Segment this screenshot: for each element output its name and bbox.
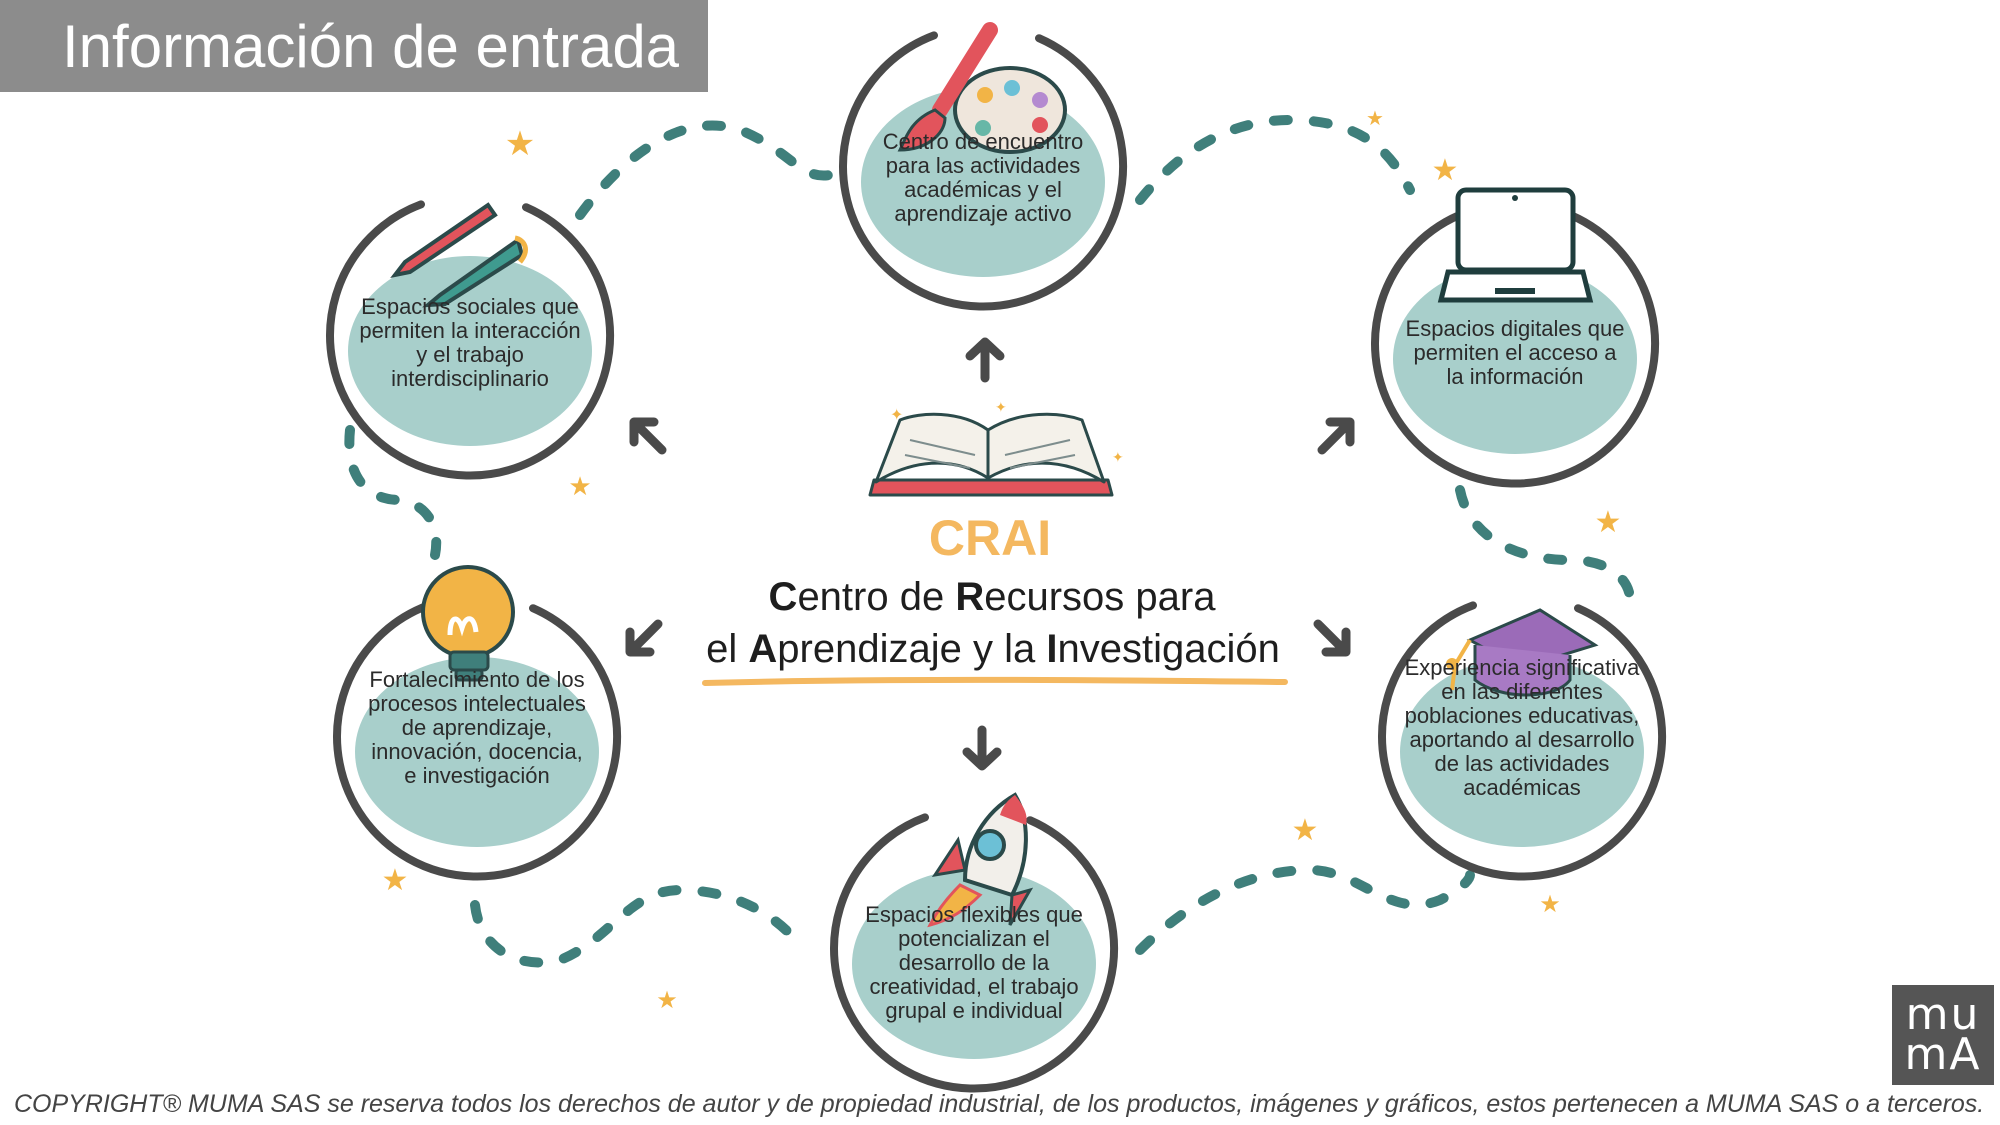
svg-text:★: ★ (1432, 154, 1459, 187)
node-label-line: desarrollo de la (899, 950, 1050, 975)
node-label-line: académicas (1463, 775, 1580, 800)
center-title-line-1: Centro de Recursos para (769, 575, 1217, 619)
node-label-line: Espacios digitales que (1406, 316, 1625, 341)
node-label-line: e investigación (404, 763, 550, 788)
initial-a: A (748, 627, 777, 671)
copyright-notice: COPYRIGHT® MUMA SAS se reserva todos los… (14, 1090, 1985, 1118)
node-label-line: creatividad, el trabajo (869, 974, 1078, 999)
node-label-line: de las actividades (1435, 751, 1610, 776)
node-label-line: poblaciones educativas, (1405, 703, 1640, 728)
graduation-cap-icon (1446, 608, 1599, 697)
node-label-line: y el trabajo (416, 342, 524, 367)
logo-line-2: mA (1904, 1029, 1982, 1080)
arrow-up-icon (965, 337, 1005, 383)
direction-arrows (625, 337, 1355, 771)
node-label-line: Centro de encuentro (883, 129, 1084, 154)
word-el: el (706, 627, 748, 671)
node-label-line: Fortalecimiento de los (369, 667, 584, 692)
node-label-line: permiten el acceso a (1414, 340, 1618, 365)
node-label-line: grupal e individual (885, 998, 1062, 1023)
svg-text:★: ★ (1366, 108, 1384, 130)
svg-text:★: ★ (1292, 814, 1319, 847)
node-blob (852, 869, 1096, 1059)
dashed-connectors (344, 114, 1635, 968)
laptop-icon (1437, 187, 1594, 303)
crai-acronym: CRAI (929, 510, 1051, 566)
node-blob (355, 657, 599, 847)
initial-i: I (1046, 627, 1057, 671)
svg-text:★: ★ (1539, 891, 1561, 918)
node-blob (1393, 264, 1637, 454)
arrow-down-left-icon (625, 619, 663, 657)
svg-text:★: ★ (1595, 506, 1622, 539)
node-label-line: en las diferentes (1441, 679, 1602, 704)
node-ring (326, 200, 614, 480)
word-ecursos: ecursos para (984, 575, 1216, 619)
arrow-up-left-icon (629, 417, 667, 455)
node-label-line: aprendizaje activo (894, 201, 1071, 226)
lightbulb-icon (421, 565, 515, 682)
header-bar: Información de entrada (0, 0, 708, 92)
node-ring (1378, 601, 1666, 881)
arrow-up-right-icon (1317, 417, 1355, 455)
node-label-line: aportando al desarrollo (1409, 727, 1634, 752)
node-label-line: Espacios flexibles que (865, 902, 1083, 927)
word-entro: entro de (797, 575, 955, 619)
node-ring (839, 31, 1127, 311)
svg-text:✦: ✦ (995, 399, 1007, 415)
node-label-line: innovación, docencia, (371, 739, 583, 764)
word-prendizaje: prendizaje y la (777, 627, 1046, 671)
node-label-line: Experiencia significativa (1405, 655, 1641, 680)
decorative-stars: ★ ★ ★ ★ ★ ★ ★ ★ ★ (382, 108, 1622, 1014)
pencil-pen-icon (390, 202, 528, 308)
node-label-line: para las actividades (886, 153, 1080, 178)
node-label-line: de aprendizaje, (402, 715, 552, 740)
node-label-line: la información (1447, 364, 1584, 389)
svg-text:★: ★ (568, 471, 591, 501)
node-label-line: académicas y el (904, 177, 1062, 202)
paint-palette-icon (897, 22, 1067, 154)
node-blob (348, 256, 592, 446)
node-ring (830, 813, 1118, 1093)
open-book-icon: ✦ ✦ ✦ (868, 399, 1124, 497)
muma-logo: mu mA (1892, 985, 1994, 1085)
node-blob (1400, 657, 1644, 847)
node-ring (1371, 208, 1659, 488)
node-label-line: Espacios sociales que (361, 294, 579, 319)
arrow-down-icon (962, 725, 1002, 771)
svg-text:★: ★ (656, 987, 678, 1014)
node-label-line: interdisciplinario (391, 366, 549, 391)
node-ring (333, 601, 621, 881)
word-nvestigacion: nvestigación (1057, 627, 1279, 671)
svg-text:★: ★ (505, 125, 535, 163)
node-label-line: permiten la interacción (359, 318, 580, 343)
initial-r: R (955, 575, 984, 619)
page-title: Información de entrada (62, 13, 680, 80)
node-label-line: potencializan el (898, 926, 1050, 951)
logo-line-1: mu (1905, 989, 1981, 1040)
svg-text:✦: ✦ (1112, 449, 1124, 465)
center-title-line-2: el Aprendizaje y la Investigación (706, 627, 1280, 671)
initial-c: C (769, 575, 798, 619)
svg-text:✦: ✦ (890, 407, 903, 424)
svg-text:★: ★ (382, 864, 409, 897)
rocket-icon (927, 792, 1034, 928)
title-underline (702, 676, 1288, 686)
node-label-line: procesos intelectuales (368, 691, 586, 716)
arrow-down-right-icon (1313, 619, 1351, 657)
